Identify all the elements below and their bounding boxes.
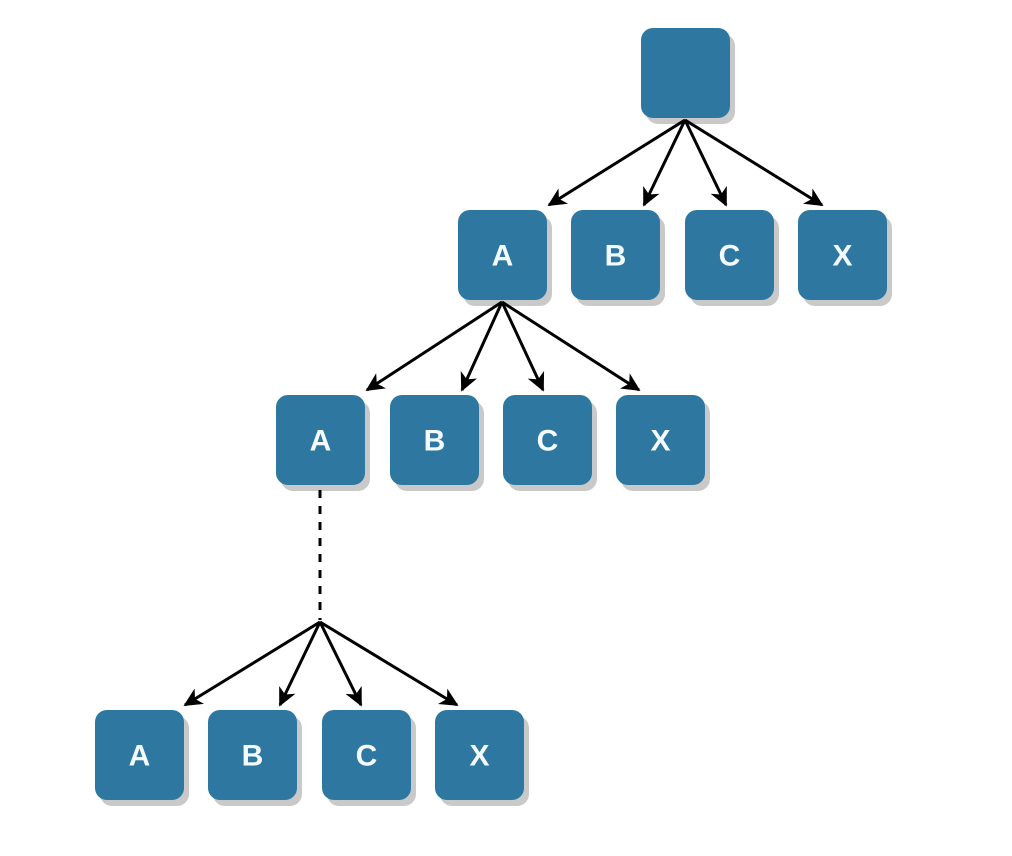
edge-layer xyxy=(183,118,824,707)
node-box[interactable] xyxy=(798,210,887,300)
node-box[interactable] xyxy=(276,395,365,485)
node-box[interactable] xyxy=(503,395,592,485)
node-box[interactable] xyxy=(390,395,479,485)
tree-level-level-0 xyxy=(641,28,730,118)
tree-node-l2-x[interactable]: X xyxy=(616,395,705,485)
edge-arrow xyxy=(183,620,321,707)
tree-node-l1-x[interactable]: X xyxy=(798,210,887,300)
node-label: X xyxy=(650,425,670,458)
edge-arrow xyxy=(500,301,545,392)
edge-arrow xyxy=(319,620,459,707)
node-label: C xyxy=(537,425,559,458)
tree-node-l1-c[interactable]: C xyxy=(685,210,774,300)
edge-arrow xyxy=(684,118,824,207)
node-label: X xyxy=(469,740,489,773)
edge-arrow xyxy=(501,300,641,392)
node-label: B xyxy=(424,425,446,458)
node-label: C xyxy=(719,240,741,273)
tree-node-root[interactable] xyxy=(641,28,730,118)
edge-arrow xyxy=(547,118,686,207)
node-box[interactable] xyxy=(458,210,547,300)
tree-node-l1-a[interactable]: A xyxy=(458,210,547,300)
tree-node-l2-b[interactable]: B xyxy=(390,395,479,485)
tree-node-l3-x[interactable]: X xyxy=(435,710,524,800)
node-shadow-layer xyxy=(100,34,892,806)
node-box[interactable] xyxy=(616,395,705,485)
node-label: A xyxy=(310,425,332,458)
node-box[interactable] xyxy=(641,28,730,118)
node-label: B xyxy=(242,740,264,773)
tree-node-l2-c[interactable]: C xyxy=(503,395,592,485)
node-label: B xyxy=(605,240,627,273)
edge-arrow xyxy=(460,301,504,392)
edge-arrow xyxy=(318,621,363,707)
node-label: A xyxy=(129,740,151,773)
node-label: X xyxy=(832,240,852,273)
edge-arrow xyxy=(365,300,503,392)
node-box[interactable] xyxy=(435,710,524,800)
node-box[interactable] xyxy=(571,210,660,300)
tree-node-l3-c[interactable]: C xyxy=(322,710,411,800)
edge-arrow xyxy=(683,119,728,207)
node-box[interactable] xyxy=(322,710,411,800)
edge-arrow xyxy=(642,119,687,207)
tree-node-l2-a[interactable]: A xyxy=(276,395,365,485)
tree-node-l1-b[interactable]: B xyxy=(571,210,660,300)
node-box[interactable] xyxy=(208,710,297,800)
node-box[interactable] xyxy=(685,210,774,300)
node-label: A xyxy=(492,240,514,273)
tree-node-l3-a[interactable]: A xyxy=(95,710,184,800)
node-label: C xyxy=(356,740,378,773)
edge-arrow xyxy=(278,621,322,707)
node-layer: A B C X A B C X A B C X xyxy=(95,28,887,800)
node-box[interactable] xyxy=(95,710,184,800)
tree-node-l3-b[interactable]: B xyxy=(208,710,297,800)
